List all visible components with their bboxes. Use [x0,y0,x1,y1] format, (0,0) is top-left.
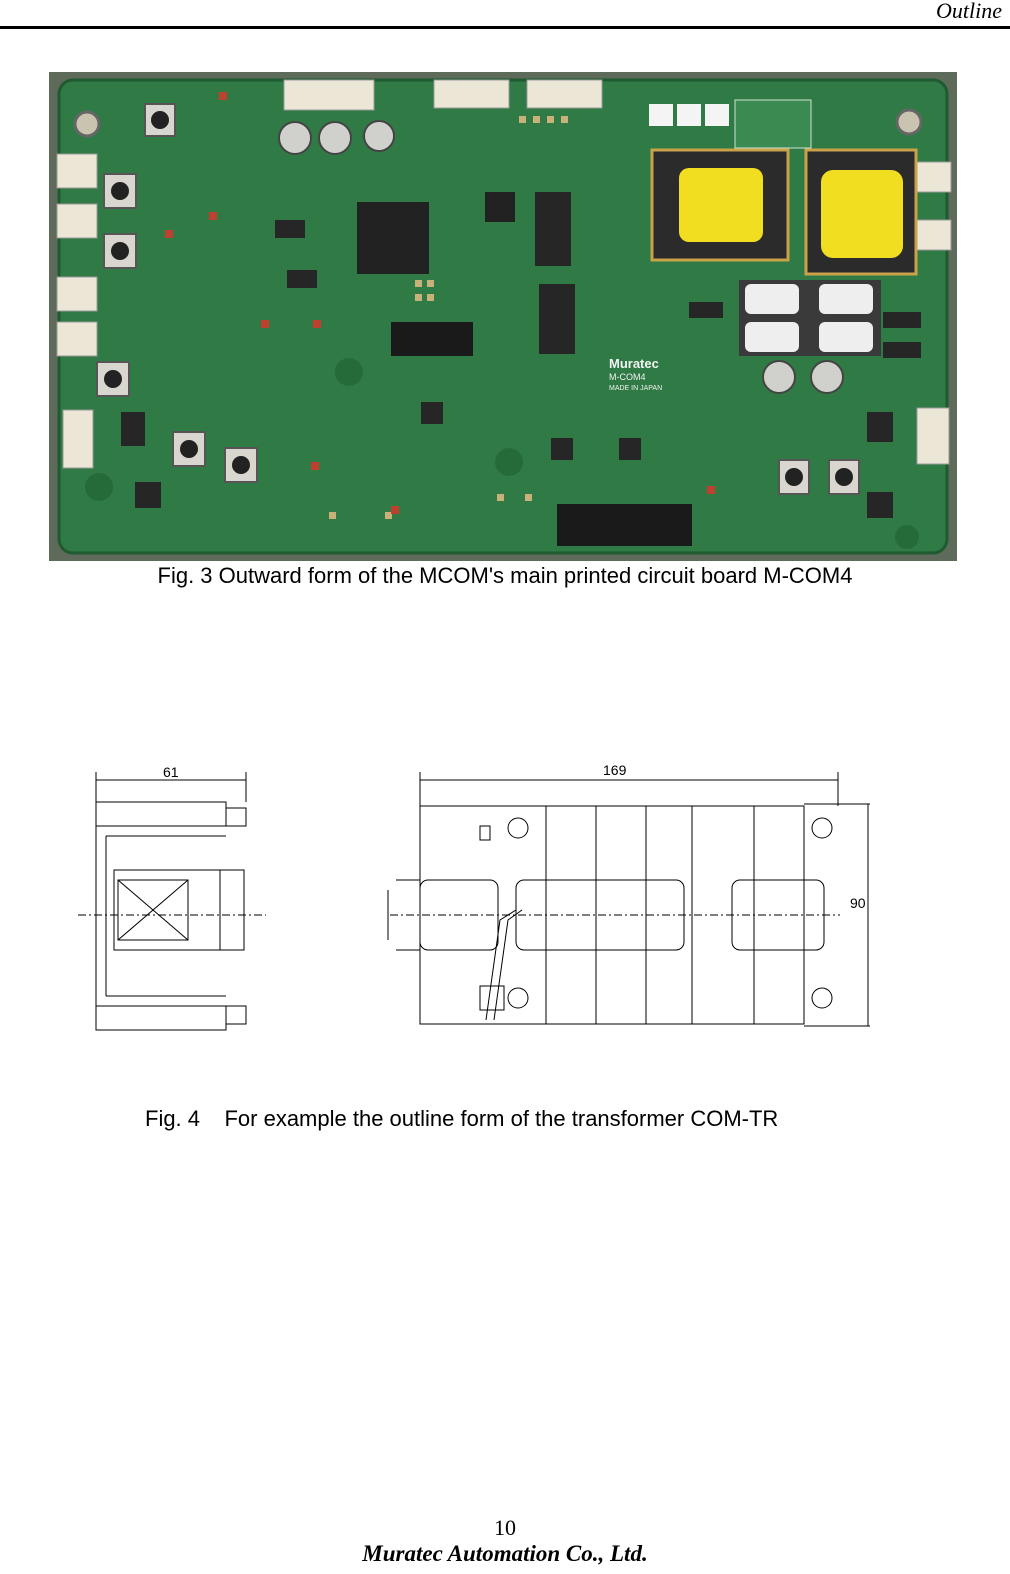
dimension-height: 90 [850,895,866,911]
pcb-model-label: M-COM4 [609,372,646,382]
figure3-caption: Fig. 3 Outward form of the MCOM's main p… [157,563,853,588]
pcb-brand-label: Muratec [609,356,659,371]
dimension-width: 61 [163,764,179,780]
running-header: Outline [936,0,1002,23]
transformer-outline-drawing: 61 169 90 [78,762,870,1031]
page-number: 10 [494,1515,516,1540]
pcb-photo: Muratec M-COM4 MADE IN JAPAN [49,72,957,561]
figure4-caption: Fig. 4 For example the outline form of t… [145,1106,779,1131]
company-name: Muratec Automation Co., Ltd. [362,1541,648,1566]
pcb-origin-label: MADE IN JAPAN [609,385,662,392]
dimension-length: 169 [603,762,627,778]
header-rule [0,26,1010,29]
